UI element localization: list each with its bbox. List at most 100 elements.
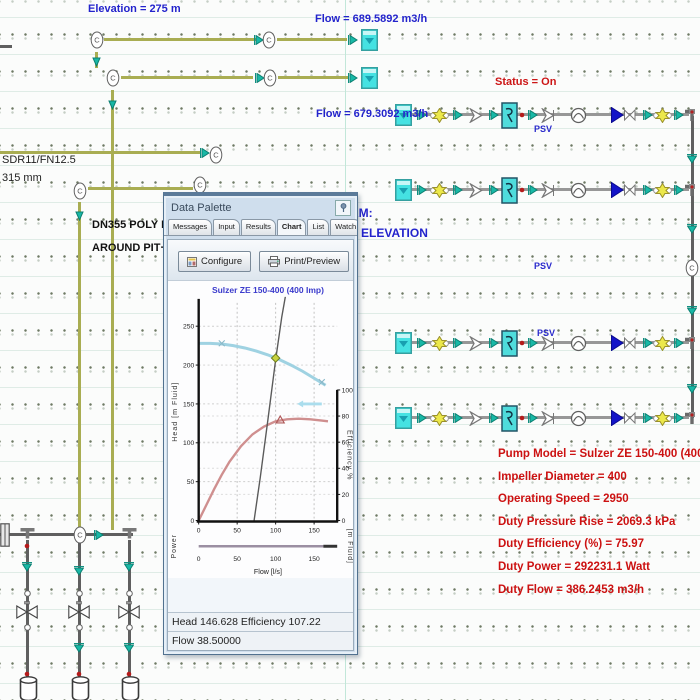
reservoir-icon[interactable] <box>394 179 412 201</box>
pipe[interactable] <box>278 76 348 79</box>
flow-arrow-icon[interactable] <box>347 72 358 84</box>
node-icon[interactable]: C <box>106 69 120 87</box>
flow-arrow-icon[interactable] <box>686 153 698 164</box>
tab-list[interactable]: List <box>307 219 330 235</box>
pipe[interactable] <box>277 38 347 41</box>
print-preview-button[interactable]: Print/Preview <box>259 251 350 272</box>
control-valve-icon[interactable] <box>610 181 636 199</box>
pipe[interactable] <box>88 187 193 190</box>
data-palette-titlebar[interactable]: Data Palette <box>164 196 357 217</box>
flow-arrow-icon[interactable] <box>488 184 499 196</box>
tee-fitting-icon[interactable] <box>122 527 137 539</box>
tab-watch[interactable]: Watch <box>330 219 357 235</box>
pipe[interactable] <box>78 540 81 686</box>
fitting-icon[interactable] <box>684 108 696 122</box>
pipe[interactable] <box>26 540 29 686</box>
component-icon[interactable] <box>570 410 587 427</box>
valve-icon[interactable] <box>652 182 672 198</box>
isolation-valve-icon[interactable] <box>68 601 90 619</box>
flow-arrow-icon[interactable] <box>642 109 653 121</box>
reservoir-icon[interactable] <box>360 29 378 51</box>
check-valve-icon[interactable] <box>468 409 483 427</box>
junction-dot-icon[interactable] <box>126 671 132 677</box>
flow-arrow-icon[interactable] <box>488 337 499 349</box>
flow-arrow-icon[interactable] <box>93 529 104 541</box>
flow-arrow-icon[interactable] <box>642 184 653 196</box>
pipe[interactable] <box>104 38 256 41</box>
connector-icon[interactable] <box>75 623 83 631</box>
node-icon[interactable]: C <box>73 526 87 544</box>
node-icon[interactable]: C <box>263 69 277 87</box>
control-valve-icon[interactable] <box>610 106 636 124</box>
node-icon[interactable]: C <box>685 259 699 277</box>
pipe[interactable] <box>0 45 12 48</box>
check-valve-icon[interactable] <box>468 106 483 124</box>
junction-dot-icon[interactable] <box>519 112 525 118</box>
pipe[interactable] <box>111 90 114 530</box>
flow-arrow-icon[interactable] <box>347 34 358 46</box>
valve-icon[interactable] <box>429 182 449 198</box>
flow-arrow-icon[interactable] <box>452 337 463 349</box>
flow-arrow-icon[interactable] <box>686 383 698 394</box>
fitting-icon[interactable] <box>684 183 696 197</box>
valve-icon[interactable] <box>652 107 672 123</box>
tab-messages[interactable]: Messages <box>168 219 213 235</box>
reservoir-icon[interactable] <box>394 332 412 354</box>
tab-chart[interactable]: Chart <box>276 219 307 235</box>
pipe[interactable] <box>121 76 253 79</box>
isolation-valve-icon[interactable] <box>16 601 38 619</box>
node-icon[interactable]: C <box>73 182 87 200</box>
flow-arrow-icon[interactable] <box>527 109 538 121</box>
flow-arrow-icon[interactable] <box>416 337 427 349</box>
flow-direction-icon[interactable] <box>107 100 117 111</box>
fitting-icon[interactable] <box>684 336 696 350</box>
node-icon[interactable]: C <box>262 31 276 49</box>
pipe[interactable] <box>0 151 200 154</box>
flow-arrow-icon[interactable] <box>686 223 698 234</box>
node-icon[interactable]: C <box>90 31 104 49</box>
check-valve-icon[interactable] <box>468 334 483 352</box>
node-icon[interactable]: C <box>209 146 223 164</box>
relief-valve-icon[interactable] <box>540 106 555 124</box>
pump-icon[interactable] <box>500 101 518 129</box>
pump-icon[interactable] <box>500 176 518 204</box>
relief-valve-icon[interactable] <box>540 334 555 352</box>
flow-arrow-icon[interactable] <box>642 337 653 349</box>
flow-direction-icon[interactable] <box>91 57 101 68</box>
pipe[interactable] <box>128 540 131 686</box>
pump-station-icon[interactable] <box>120 675 141 700</box>
junction-dot-icon[interactable] <box>24 671 30 677</box>
tab-results[interactable]: Results <box>240 219 276 235</box>
flow-arrow-icon[interactable] <box>123 642 135 653</box>
component-icon[interactable] <box>570 182 587 199</box>
flow-arrow-icon[interactable] <box>673 184 684 196</box>
flow-arrow-icon[interactable] <box>73 565 85 576</box>
pump-station-icon[interactable] <box>18 675 39 700</box>
flow-arrow-icon[interactable] <box>488 109 499 121</box>
pump-icon[interactable] <box>500 404 518 432</box>
reservoir-icon[interactable] <box>360 67 378 89</box>
pipe[interactable] <box>0 533 133 536</box>
flow-arrow-icon[interactable] <box>73 642 85 653</box>
pin-icon[interactable] <box>335 199 351 216</box>
flow-arrow-icon[interactable] <box>527 184 538 196</box>
valve-icon[interactable] <box>429 107 449 123</box>
flow-arrow-icon[interactable] <box>527 337 538 349</box>
flow-arrow-icon[interactable] <box>416 184 427 196</box>
relief-valve-icon[interactable] <box>540 181 555 199</box>
flow-arrow-icon[interactable] <box>254 72 265 84</box>
isolation-valve-icon[interactable] <box>118 601 140 619</box>
flow-arrow-icon[interactable] <box>452 109 463 121</box>
valve-icon[interactable] <box>652 410 672 426</box>
flow-arrow-icon[interactable] <box>452 184 463 196</box>
junction-dot-icon[interactable] <box>24 543 30 549</box>
flow-arrow-icon[interactable] <box>416 109 427 121</box>
fitting-icon[interactable] <box>684 411 696 425</box>
connector-icon[interactable] <box>125 589 133 597</box>
junction-dot-icon[interactable] <box>519 187 525 193</box>
valve-icon[interactable] <box>652 335 672 351</box>
